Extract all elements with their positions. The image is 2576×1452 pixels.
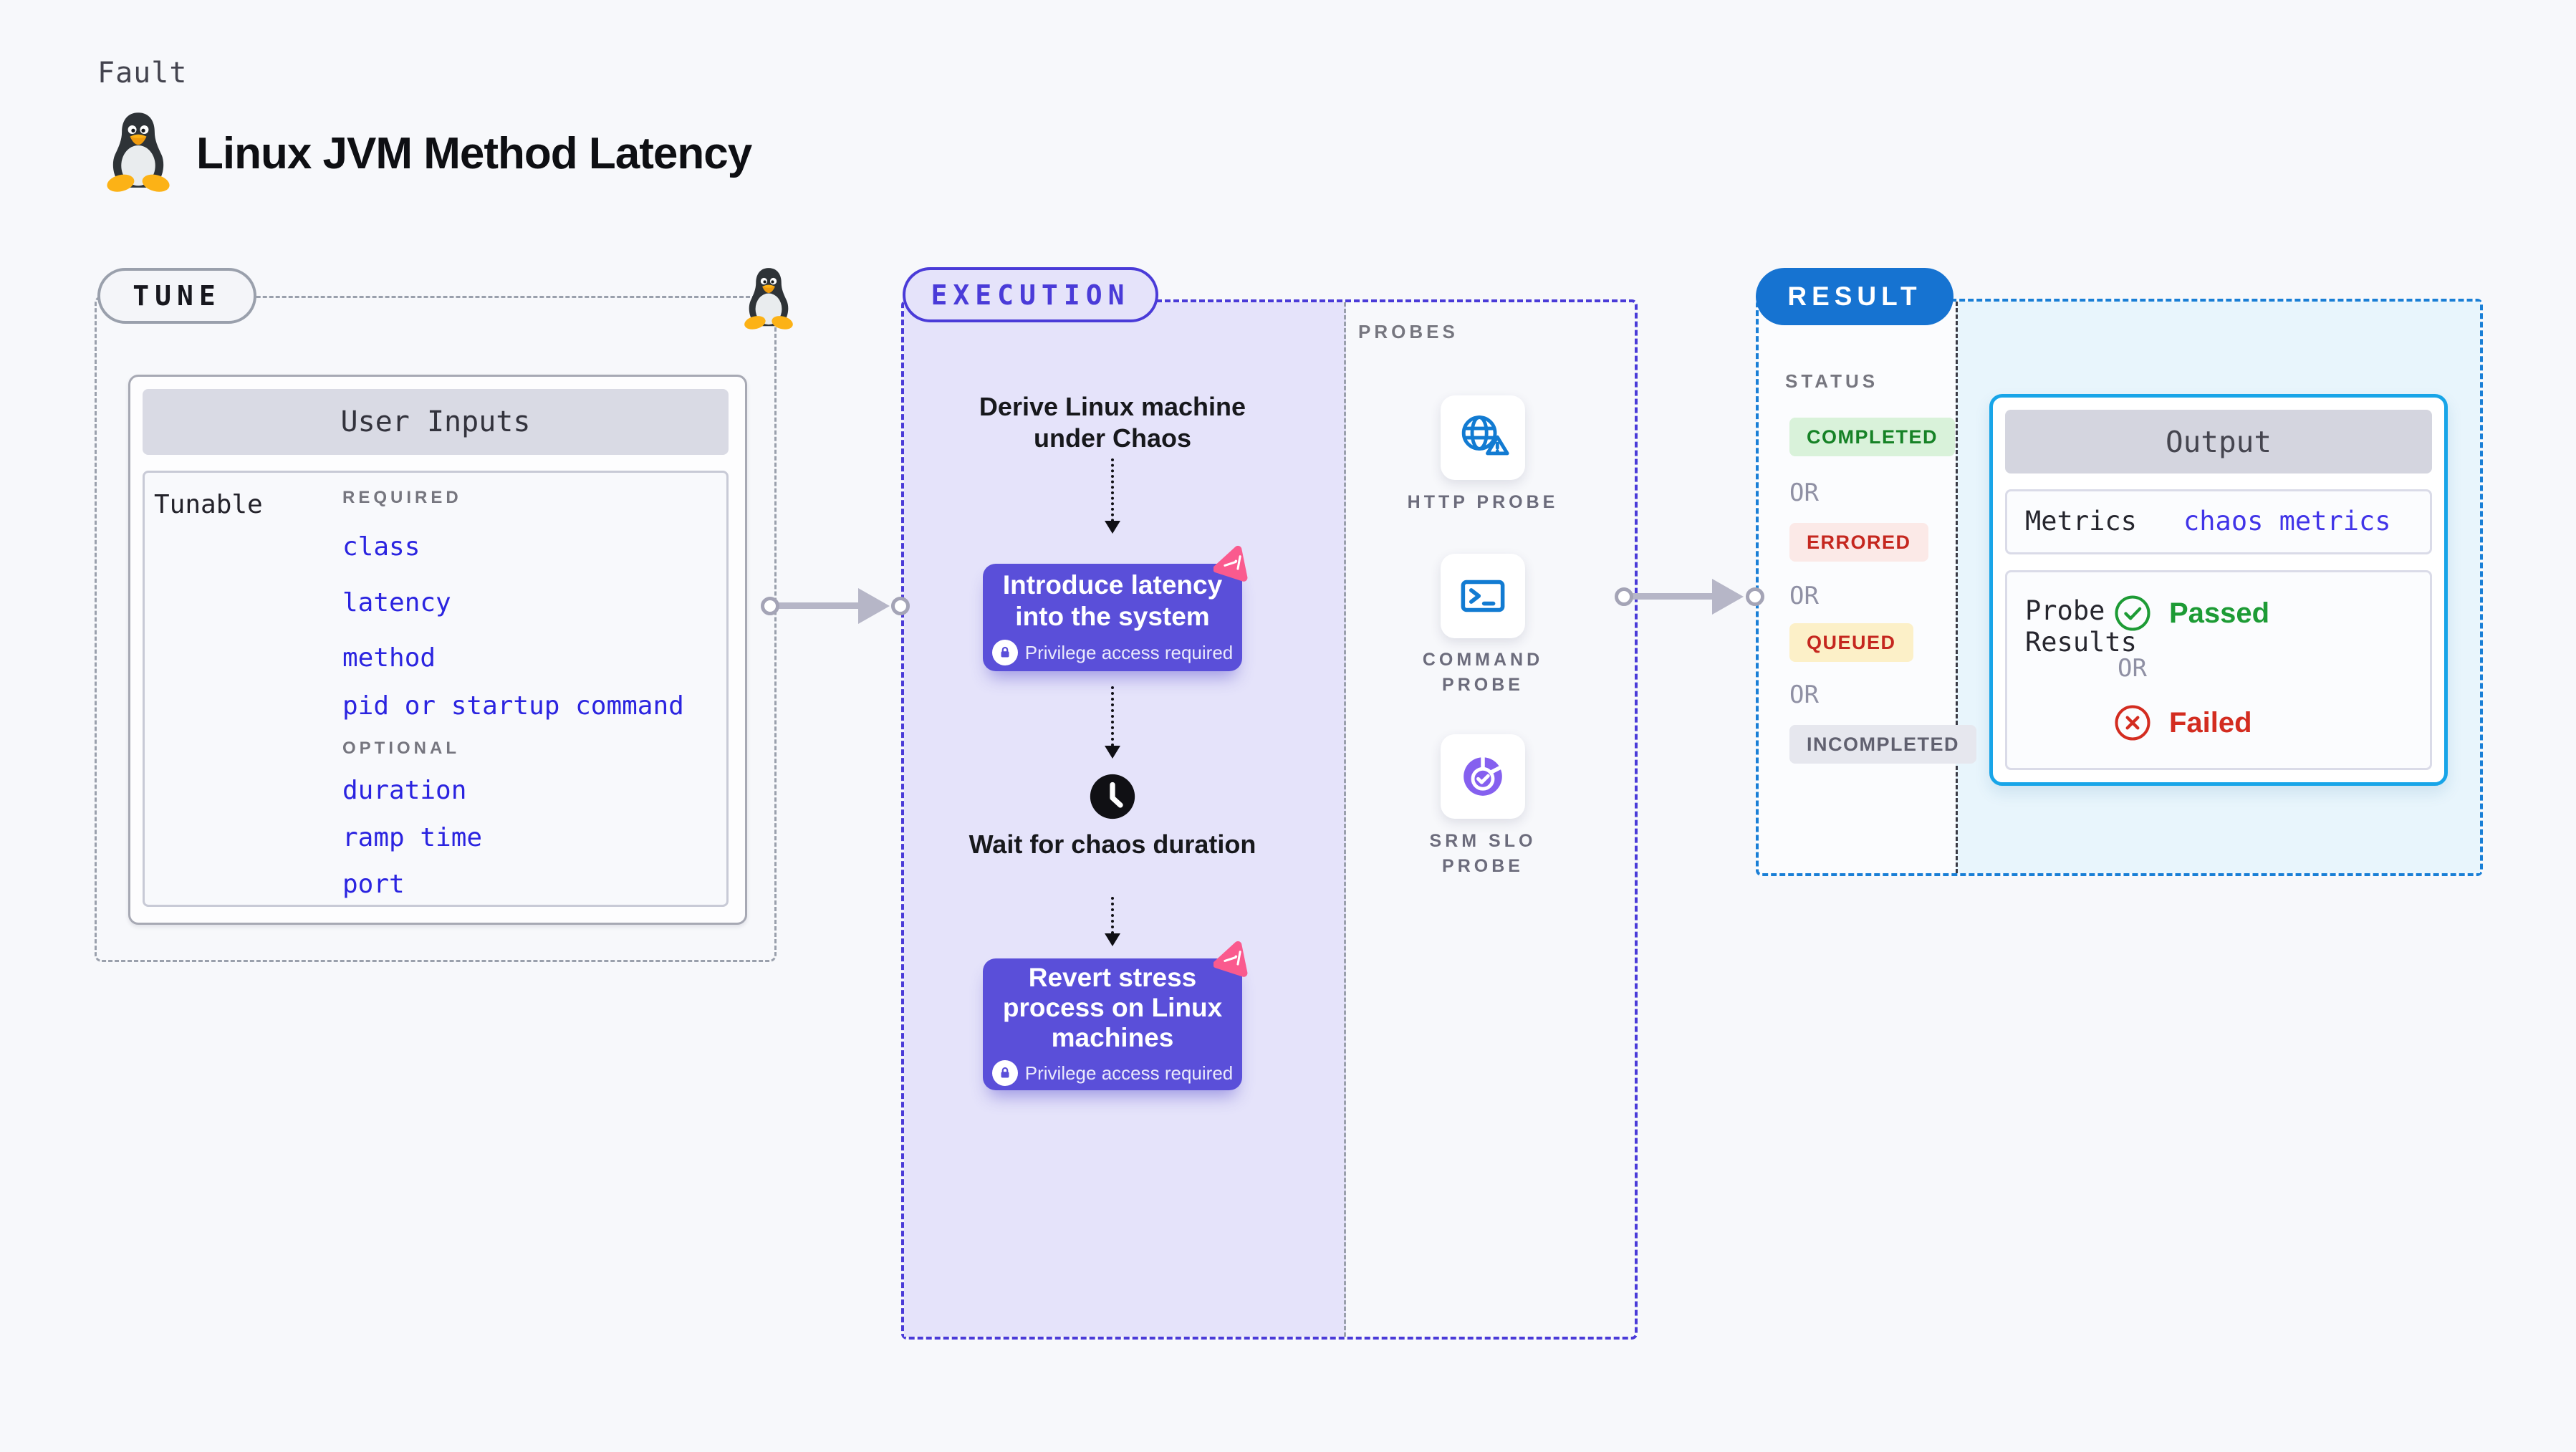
tux-penguin-icon-small [739,265,798,330]
step-wait-duration: Wait for chaos duration [969,830,1256,859]
or-separator: OR [1789,479,1819,507]
page-title: Linux JVM Method Latency [196,129,752,178]
field-port[interactable]: port [342,870,405,899]
globe-alert-icon [1455,410,1511,466]
command-probe-label: COMMAND PROBE [1422,650,1544,695]
tune-to-execution-connector [777,602,860,609]
execution-badge: EXECUTION [903,267,1158,322]
terminal-icon [1455,568,1511,624]
field-class[interactable]: class [342,532,420,562]
field-latency[interactable]: latency [342,588,451,617]
tunable-row-label: Tunable [154,490,263,519]
probe-results-label: Probe Results [2025,595,2137,658]
metrics-value-link[interactable]: chaos metrics [2183,506,2391,537]
execution-flow-area [904,302,1346,1337]
connector-endpoint [891,597,910,615]
flow-arrow-down-icon [1105,686,1120,759]
failed-label: Failed [2169,707,2252,739]
status-badge-errored: ERRORED [1789,523,1928,562]
tune-section-box [95,296,777,962]
chaos-triangle-icon [1213,938,1254,979]
lock-icon [991,640,1018,665]
flow-arrow-down-icon [1105,458,1120,534]
connector-endpoint [1746,587,1764,606]
user-inputs-panel [143,471,729,907]
revert-stress-label: Revert stress process on Linux machines [1002,963,1223,1052]
privilege-note-text: Privilege access required [1024,1062,1234,1084]
srm-slo-probe-card[interactable] [1441,734,1525,819]
tune-badge: TUNE [97,268,256,324]
check-circle-icon [2113,594,2152,633]
tux-penguin-icon [100,109,176,192]
srm-slo-probe-label: SRM SLO PROBE [1429,831,1537,876]
flow-arrow-down-icon [1105,897,1120,946]
or-separator: OR [1789,582,1819,610]
status-badge-incompleted: INCOMPLETED [1789,725,1977,764]
or-separator: OR [1789,681,1819,709]
metrics-label: Metrics [2025,506,2137,537]
status-heading: STATUS [1785,370,1879,392]
introduce-latency-label: Introduce latency into the system [1002,570,1223,631]
clock-icon [1089,773,1136,820]
connector-endpoint [1615,587,1633,606]
tune-to-execution-arrowhead [858,588,890,624]
lock-icon [991,1060,1018,1086]
x-circle-icon [2113,703,2152,742]
field-method[interactable]: method [342,643,436,673]
chaos-triangle-icon [1213,543,1254,583]
privilege-note-row: Privilege access required [991,640,1234,665]
field-ramp-time[interactable]: ramp time [342,823,483,852]
step-derive-machine: Derive Linux machine under Chaos [979,392,1246,453]
required-section-label: REQUIRED [342,488,462,507]
privilege-note-row: Privilege access required [991,1060,1234,1086]
probes-heading: PROBES [1358,321,1458,342]
passed-label: Passed [2169,597,2270,629]
execution-to-result-connector [1631,593,1714,600]
execution-section-box [901,299,1638,1340]
probe-results-row [2005,570,2432,770]
field-duration[interactable]: duration [342,776,467,805]
revert-stress-action-button[interactable]: Revert stress process on Linux machines … [983,958,1242,1090]
slo-pie-check-icon [1455,749,1511,804]
metrics-row [2005,489,2432,554]
status-badge-completed: COMPLETED [1789,418,1956,456]
execution-to-result-arrowhead [1712,579,1744,615]
user-inputs-title: User Inputs [143,389,729,455]
status-badge-queued: QUEUED [1789,623,1913,662]
http-probe-card[interactable] [1441,395,1525,480]
connector-endpoint [761,597,779,615]
fault-kind-label: Fault [97,57,188,90]
output-title: Output [2005,410,2432,473]
http-probe-label: HTTP PROBE [1407,492,1559,512]
field-pid-or-startup-command[interactable]: pid or startup command [342,691,684,721]
command-probe-card[interactable] [1441,554,1525,638]
introduce-latency-action-button[interactable]: Introduce latency into the system Privil… [983,564,1242,671]
privilege-note-text: Privilege access required [1024,641,1234,663]
optional-section-label: OPTIONAL [342,739,460,758]
result-badge: RESULT [1756,268,1953,325]
or-separator: OR [2118,654,2147,683]
